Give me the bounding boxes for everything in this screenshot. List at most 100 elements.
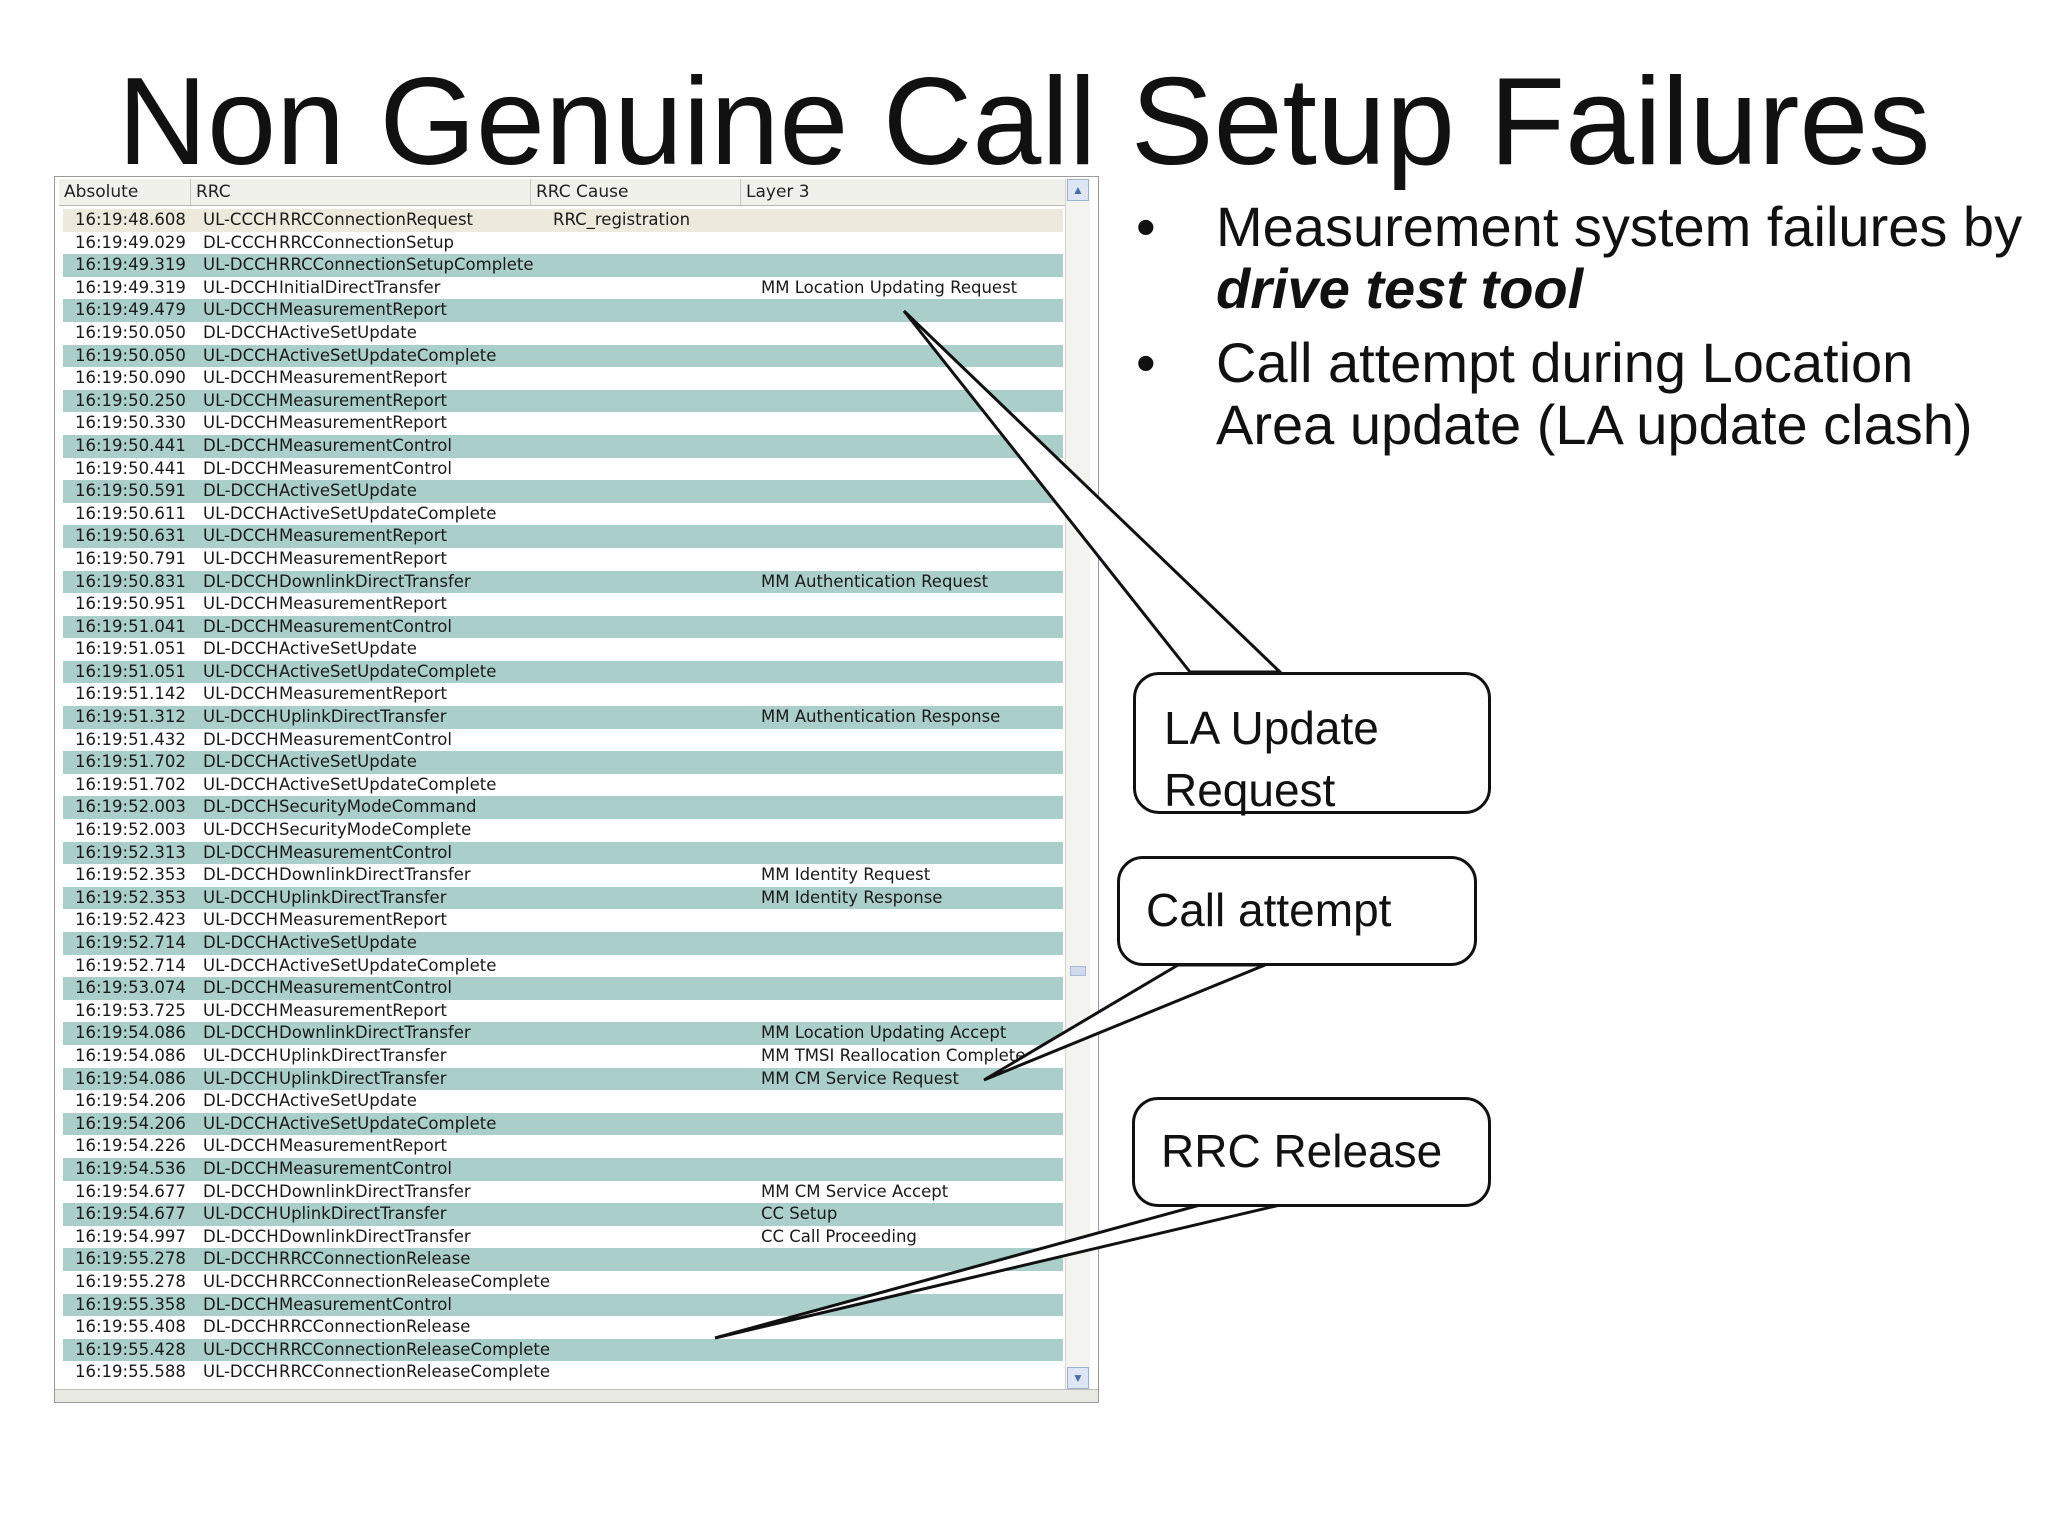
- cell-layer3: CC Setup: [761, 1204, 838, 1224]
- cell-message: MeasurementControl: [279, 458, 452, 478]
- cell-channel: UL-DCCH: [203, 1362, 279, 1382]
- cell-message: MeasurementReport: [279, 390, 447, 410]
- cell-channel: DL-DCCH: [203, 481, 279, 501]
- cell-message: MeasurementReport: [279, 526, 447, 546]
- cell-time: 16:19:54.226: [75, 1136, 186, 1156]
- column-header-rrc[interactable]: RRC: [191, 179, 531, 205]
- bullet-item: • Measurement system failures by drive t…: [1136, 196, 2036, 320]
- column-header-layer3[interactable]: Layer 3: [746, 182, 810, 202]
- cell-rrc-cause: RRC_registration: [553, 210, 691, 229]
- cell-message: RRCConnectionSetupComplete: [279, 255, 534, 275]
- scroll-up-icon[interactable]: ▲: [1067, 179, 1089, 201]
- cell-channel: UL-DCCH: [203, 413, 279, 433]
- cell-message: MeasurementReport: [279, 413, 447, 433]
- cell-message: MeasurementReport: [279, 910, 447, 930]
- cell-message: RRCConnectionRelease: [279, 1317, 471, 1337]
- cell-channel: DL-DCCH: [203, 1317, 279, 1337]
- cell-message: DownlinkDirectTransfer: [279, 1226, 471, 1246]
- cell-time: 16:19:54.677: [75, 1181, 186, 1201]
- cell-message: MeasurementReport: [279, 1000, 447, 1020]
- cell-channel: UL-DCCH: [203, 390, 279, 410]
- column-header-rrc-cause[interactable]: RRC Cause: [531, 179, 741, 205]
- cell-message: ActiveSetUpdate: [279, 933, 417, 952]
- cell-time: 16:19:54.086: [75, 1023, 186, 1043]
- cell-time: 16:19:49.029: [75, 232, 186, 252]
- scroll-down-icon[interactable]: ▼: [1067, 1367, 1089, 1389]
- cell-channel: UL-DCCH: [203, 955, 279, 975]
- cell-channel: UL-DCCH: [203, 277, 279, 297]
- cell-time: 16:19:52.313: [75, 842, 186, 862]
- cell-channel: UL-DCCH: [203, 345, 279, 365]
- vertical-scrollbar[interactable]: ▲ ▼: [1065, 179, 1090, 1389]
- cell-channel: DL-DCCH: [203, 435, 279, 455]
- cell-channel: UL-DCCH: [203, 887, 279, 907]
- scroll-thumb[interactable]: [1070, 966, 1086, 976]
- cell-channel: UL-DCCH: [203, 594, 279, 614]
- cell-message: DownlinkDirectTransfer: [279, 571, 471, 591]
- cell-time: 16:19:51.051: [75, 639, 186, 659]
- cell-channel: UL-DCCH: [203, 707, 279, 727]
- cell-message: ActiveSetUpdateComplete: [279, 345, 497, 365]
- cell-time: 16:19:51.312: [75, 707, 186, 727]
- cell-layer3: MM CM Service Accept: [761, 1181, 949, 1201]
- cell-time: 16:19:55.588: [75, 1362, 186, 1382]
- bullet-emphasis: drive test tool: [1216, 257, 1584, 320]
- cell-time: 16:19:51.702: [75, 774, 186, 794]
- column-header-absolute[interactable]: Absolute: [59, 179, 191, 205]
- cell-layer3: CC Call Proceeding: [761, 1226, 917, 1246]
- cell-channel: DL-DCCH: [203, 978, 279, 998]
- cell-time: 16:19:55.358: [75, 1294, 186, 1314]
